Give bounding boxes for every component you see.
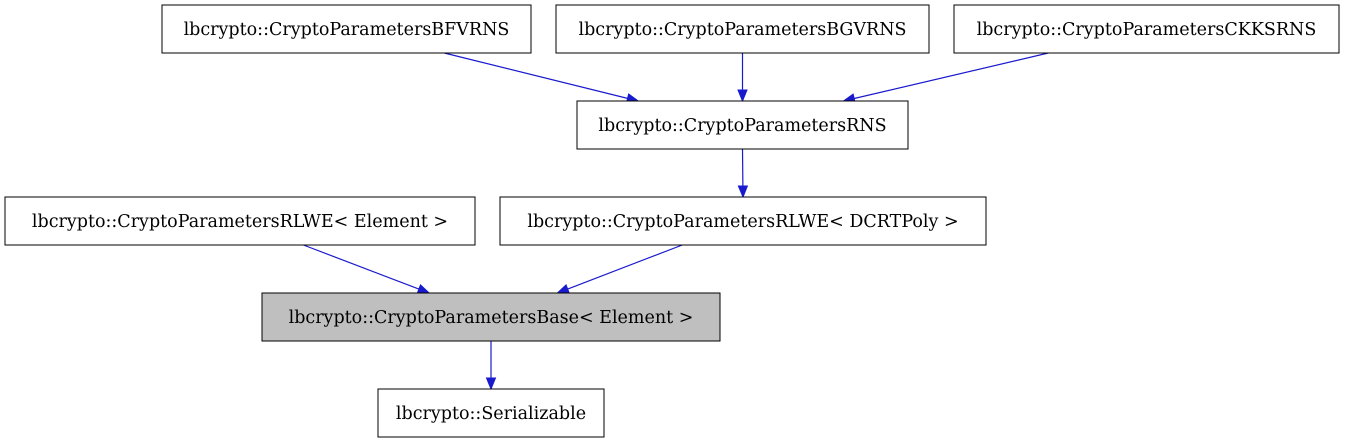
node-label: lbcrypto::CryptoParametersRLWE< Element … [32, 212, 448, 232]
edge-rlwe_element-to-base_element [303, 244, 431, 294]
node-label: lbcrypto::CryptoParametersCKKSRNS [977, 20, 1317, 40]
node-label: lbcrypto::CryptoParametersBFVRNS [184, 20, 510, 40]
node-crypto-parameters-rns[interactable]: lbcrypto::CryptoParametersRNS [576, 100, 909, 150]
edge-bfvrns-to-rns [444, 52, 640, 104]
edge-line [303, 244, 420, 290]
arrowhead-icon [416, 283, 431, 294]
edge-rlwe_dcrtpoly-to-base_element [556, 244, 683, 294]
node-label: lbcrypto::CryptoParametersRNS [598, 116, 886, 136]
edge-layer [303, 52, 1049, 391]
node-label: lbcrypto::CryptoParametersRLWE< DCRTPoly… [527, 212, 958, 232]
arrowhead-icon [737, 185, 749, 199]
node-serializable[interactable]: lbcrypto::Serializable [377, 388, 605, 438]
node-crypto-parameters-rlwe-element[interactable]: lbcrypto::CryptoParametersRLWE< Element … [4, 196, 476, 246]
arrowhead-icon [737, 89, 748, 103]
edge-line [854, 52, 1049, 100]
node-crypto-parameters-base-element[interactable]: lbcrypto::CryptoParametersBase< Element … [261, 292, 721, 342]
edge-line [444, 52, 628, 99]
node-crypto-parameters-ckksrns[interactable]: lbcrypto::CryptoParametersCKKSRNS [953, 4, 1340, 54]
node-label: lbcrypto::CryptoParametersBase< Element … [289, 308, 694, 328]
edge-ckksrns-to-rns [842, 52, 1049, 104]
arrowhead-icon [485, 377, 497, 391]
edge-line [567, 244, 683, 290]
node-crypto-parameters-rlwe-dcrtpoly[interactable]: lbcrypto::CryptoParametersRLWE< DCRTPoly… [499, 196, 987, 246]
edge-base_element-to-serializable [485, 341, 497, 391]
node-crypto-parameters-bgvrns[interactable]: lbcrypto::CryptoParametersBGVRNS [555, 4, 930, 54]
node-label: lbcrypto::Serializable [396, 404, 586, 424]
node-crypto-parameters-bfvrns[interactable]: lbcrypto::CryptoParametersBFVRNS [161, 4, 532, 54]
node-layer: lbcrypto::CryptoParametersBFVRNS lbcrypt… [4, 4, 1340, 438]
arrowhead-icon [556, 283, 571, 294]
node-label: lbcrypto::CryptoParametersBGVRNS [578, 20, 906, 40]
edge-rns-to-rlwe_dcrtpoly [737, 148, 749, 199]
edge-bgvrns-to-rns [737, 53, 748, 103]
